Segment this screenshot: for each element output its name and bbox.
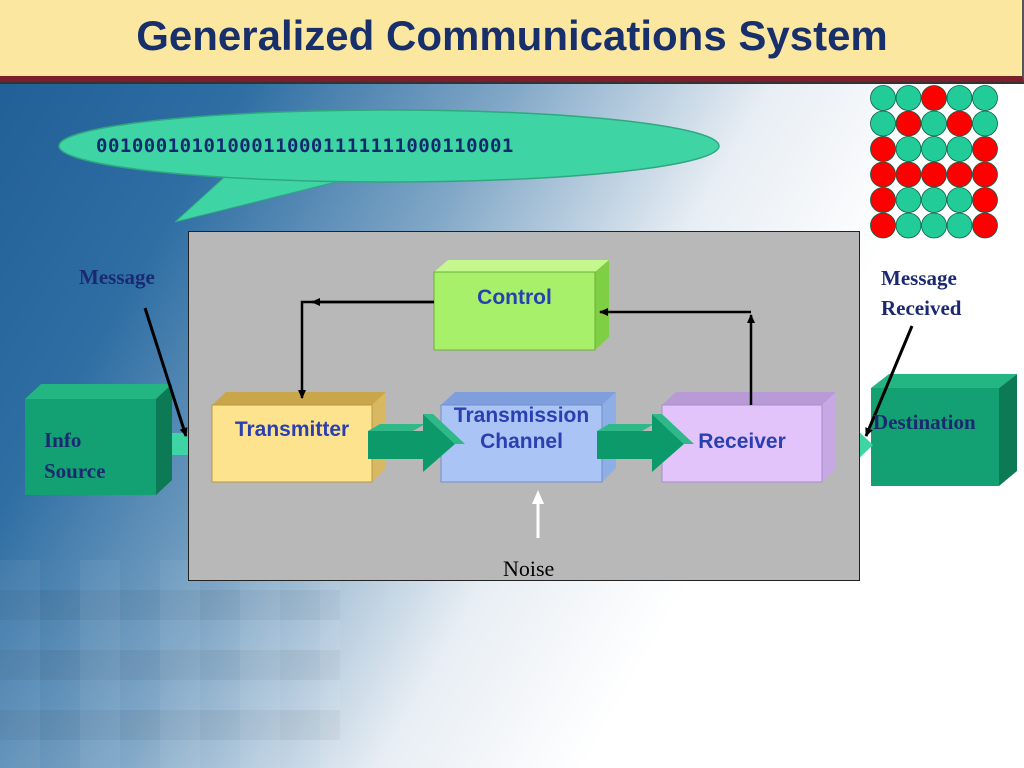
teal-dot	[946, 136, 973, 162]
teal-dot	[921, 212, 947, 239]
red-dot	[946, 110, 973, 137]
info-source-box	[25, 384, 172, 495]
background-tiles	[0, 560, 340, 768]
teal-dot	[921, 136, 947, 162]
message-pointer	[143, 307, 188, 437]
bit-stream-bubble	[58, 109, 720, 223]
red-dot	[870, 136, 896, 162]
control-to-transmitter-line	[298, 298, 434, 399]
teal-dot	[870, 110, 896, 137]
teal-dot	[921, 110, 947, 137]
teal-dot	[895, 85, 922, 111]
arrow-channel-to-receiver-front	[597, 414, 694, 472]
slide-title: Generalized Communications System	[136, 12, 888, 59]
red-dot	[972, 187, 998, 213]
info-source-label-line2: Source	[44, 459, 106, 483]
red-dot	[972, 161, 998, 188]
red-dot	[921, 85, 947, 111]
destination-label: Destination	[873, 410, 976, 434]
noise-label: Noise	[503, 556, 555, 581]
control-box	[433, 260, 609, 351]
red-dot	[972, 136, 998, 162]
received-message-grid	[870, 85, 998, 239]
transmitter-label: Transmitter	[234, 418, 350, 441]
teal-dot	[946, 85, 973, 111]
teal-dot	[895, 212, 922, 239]
title-bar	[0, 0, 1024, 82]
teal-dot	[921, 187, 947, 213]
red-dot	[870, 212, 896, 239]
transmission-label-line1: Transmission	[453, 404, 590, 427]
info-source-label-line1: Info	[44, 428, 82, 452]
red-dot	[946, 161, 973, 188]
receiver-to-control-line	[599, 308, 755, 405]
teal-dot	[895, 136, 922, 162]
message-received-label-line1: Message	[881, 266, 957, 290]
message-received-label-line2: Received	[881, 296, 962, 320]
arrow-transmitter-to-channel-front	[368, 414, 465, 472]
teal-dot	[972, 110, 998, 137]
message-label: Message	[79, 265, 155, 289]
teal-dot	[946, 187, 973, 213]
channel-label-line2: Channel	[480, 430, 563, 453]
red-dot	[870, 187, 896, 213]
red-dot	[895, 110, 922, 137]
red-dot	[870, 161, 896, 188]
receiver-label: Receiver	[698, 430, 786, 453]
teal-dot	[895, 187, 922, 213]
teal-dot	[972, 85, 998, 111]
bit-stream-text: 00100010101000110001111111000110001	[96, 135, 514, 157]
message-received-pointer	[864, 325, 914, 437]
control-label: Control	[477, 286, 552, 309]
red-dot	[895, 161, 922, 188]
destination-box	[871, 374, 1017, 486]
teal-dot	[946, 212, 973, 239]
teal-dot	[870, 85, 896, 111]
red-dot	[972, 212, 998, 239]
red-dot	[921, 161, 947, 188]
